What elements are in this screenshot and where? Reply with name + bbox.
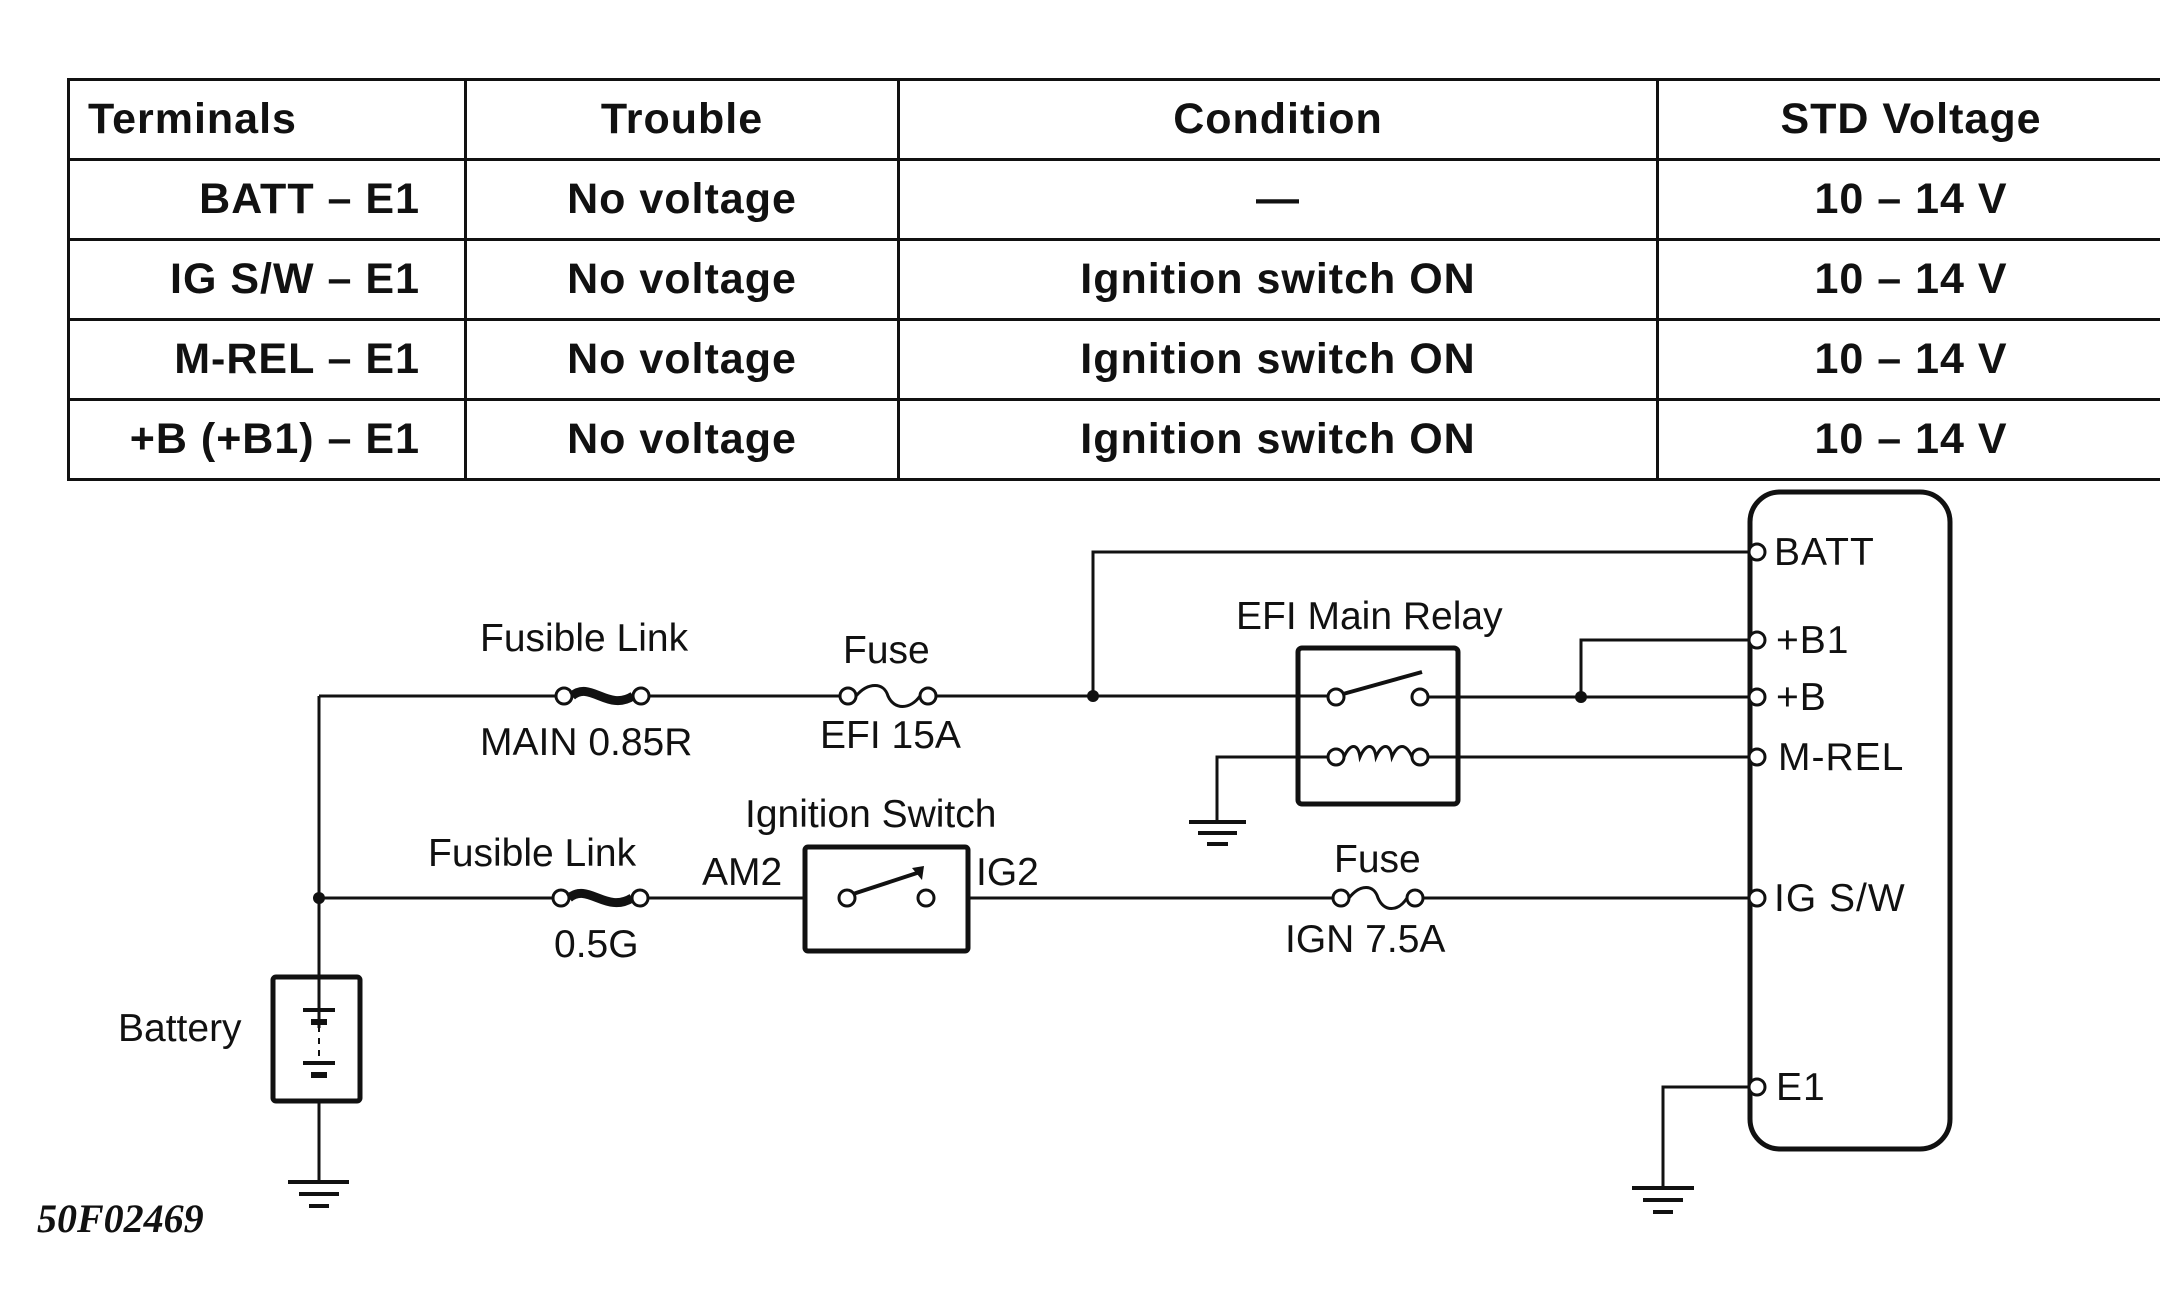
fusible-link-1-title: Fusible Link: [480, 617, 689, 660]
fuse-ign: [1331, 886, 1425, 910]
efi-main-relay: [1295, 645, 1461, 807]
cell-condition: Ignition switch ON: [897, 238, 1659, 321]
junction-dot: [1087, 690, 1099, 702]
pin-batt-terminal: [1747, 542, 1767, 562]
fuse-2-title: Fuse: [1334, 838, 1421, 881]
wire-relay-coil: [1215, 755, 1757, 820]
cell-trouble: No voltage: [464, 398, 900, 481]
header-trouble: Trouble: [464, 78, 900, 161]
cell-terminals: +B (+B1) – E1: [67, 398, 467, 481]
table-row: +B (+B1) – E1 No voltage Ignition switch…: [67, 398, 2160, 481]
ignition-switch-title: Ignition Switch: [745, 793, 996, 836]
ground-icon: [1189, 820, 1246, 846]
wire-relay-out: [1428, 638, 1757, 699]
fuse-efi: [838, 684, 938, 708]
cell-std-voltage: 10 – 14 V: [1656, 318, 2160, 401]
fuse-1-value: EFI 15A: [820, 714, 961, 757]
pin-b1-terminal: [1747, 630, 1767, 650]
relay-title: EFI Main Relay: [1236, 595, 1503, 638]
fusible-link-2-value: 0.5G: [554, 923, 639, 966]
ignition-switch-am2: AM2: [702, 851, 782, 894]
pin-mrel: M-REL: [1778, 736, 1904, 779]
wire-e1-ground: [1661, 1085, 1749, 1186]
pin-igsw: IG S/W: [1774, 877, 1906, 920]
pin-igsw-terminal: [1747, 888, 1767, 908]
battery-icon: [270, 974, 363, 1104]
fuse-2-value: IGN 7.5A: [1285, 918, 1445, 961]
pin-b: +B: [1776, 676, 1827, 719]
cell-std-voltage: 10 – 14 V: [1656, 238, 2160, 321]
pin-batt: BATT: [1774, 531, 1875, 574]
table-row: BATT – E1 No voltage — 10 – 14 V: [67, 158, 2160, 241]
ignition-switch: [802, 844, 971, 954]
pin-mrel-terminal: [1747, 747, 1767, 767]
cell-std-voltage: 10 – 14 V: [1656, 158, 2160, 241]
junction-dot: [313, 892, 325, 904]
header-std-voltage: STD Voltage: [1656, 78, 2160, 161]
header-terminals: Terminals: [67, 78, 467, 161]
pin-b1: +B1: [1776, 619, 1849, 662]
wire-batt-branch: [1091, 550, 1757, 696]
wire-main-upper: [317, 694, 1336, 1028]
pin-e1-terminal: [1747, 1077, 1767, 1097]
table-header-row: Terminals Trouble Condition STD Voltage: [67, 78, 2160, 161]
cell-terminals: BATT – E1: [67, 158, 467, 241]
cell-terminals: M-REL – E1: [67, 318, 467, 401]
cell-terminals: IG S/W – E1: [67, 238, 467, 321]
junction-dot: [1575, 691, 1587, 703]
ground-icon: [288, 1180, 349, 1208]
cell-std-voltage: 10 – 14 V: [1656, 398, 2160, 481]
ecu-box: [1747, 489, 1953, 1152]
table-row: IG S/W – E1 No voltage Ignition switch O…: [67, 238, 2160, 321]
fusible-link-0-5g: [551, 888, 650, 908]
fusible-link-main: [554, 686, 651, 706]
figure-code: 50F02469: [37, 1196, 204, 1241]
pin-e1: E1: [1776, 1066, 1826, 1109]
cell-trouble: No voltage: [464, 318, 900, 401]
table-row: M-REL – E1 No voltage Ignition switch ON…: [67, 318, 2160, 401]
cell-trouble: No voltage: [464, 158, 900, 241]
battery-label: Battery: [118, 1007, 242, 1050]
ground-icon: [1632, 1186, 1694, 1214]
cell-condition: Ignition switch ON: [897, 398, 1659, 481]
fuse-1-title: Fuse: [843, 629, 930, 672]
cell-condition: —: [897, 158, 1659, 241]
header-condition: Condition: [897, 78, 1659, 161]
fusible-link-1-value: MAIN 0.85R: [480, 721, 692, 764]
ignition-switch-ig2: IG2: [976, 851, 1039, 894]
cell-condition: Ignition switch ON: [897, 318, 1659, 401]
pin-b-terminal: [1747, 687, 1767, 707]
terminal-spec-table: Terminals Trouble Condition STD Voltage …: [67, 78, 2160, 481]
cell-trouble: No voltage: [464, 238, 900, 321]
fusible-link-2-title: Fusible Link: [428, 832, 637, 875]
